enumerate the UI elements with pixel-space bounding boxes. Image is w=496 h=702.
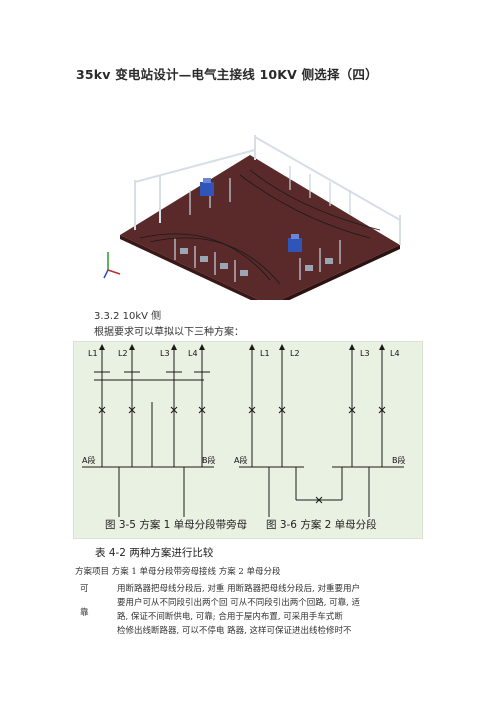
table-row-label-1: 可 [80,584,89,594]
floor-edge [120,235,260,300]
transformer-2 [288,238,302,252]
transformer-1 [200,182,214,196]
page-title: 35kv 变电站设计—电气主接线 10KV 侧选择（四） [76,67,378,82]
table-row-line: 路, 保证不间断供电, 可靠; 合用于屋内布置, 可采用手车式断 [117,612,343,622]
right-section-a: A段 [234,455,247,465]
left-label-l2: L2 [118,349,128,358]
right-label-l2: L2 [290,349,300,358]
table-row-line: 要用户可从不同段引出两个回 可从不同段引出两个回路, 可靠, 适 [117,598,361,608]
left-label-l3: L3 [160,349,170,358]
right-label-l1: L1 [260,349,270,358]
figure-caption-right: 图 3-6 方案 2 单母分段 [266,519,377,531]
table-row-label-2: 靠 [80,608,89,618]
table-title: 表 4-2 两种方案进行比较 [95,547,214,559]
section-heading: 3.3.2 10kV 侧 [94,311,162,322]
right-label-l4: L4 [390,349,400,358]
table-row-line: 检修出线断路器, 可以不停电 路器, 这样可保证进出线检修时不 [117,626,352,636]
table-row-line: 用断路器把母线分段后, 对重 用断路器把母线分段后, 对重要用户 [117,584,361,594]
right-section-b: B段 [392,455,406,465]
wiring-schemes-figure: L1 L2 L3 L4 L1 L2 L3 L4 A段 B段 A段 B段 [73,341,423,539]
left-section-a: A段 [82,455,95,465]
table-header-row: 方案项目 方案 1 单母分段带旁母接线 方案 2 单母分段 [75,567,281,577]
figure-caption-left: 图 3-5 方案 1 单母分段带旁母 [105,519,248,531]
right-label-l3: L3 [360,349,370,358]
left-label-l1: L1 [88,349,98,358]
left-label-l4: L4 [188,349,198,358]
section-intro: 根据要求可以草拟以下三种方案： [94,327,244,338]
left-section-b: B段 [202,455,216,465]
floor-slab [120,155,400,300]
substation-3d-image [103,135,401,300]
